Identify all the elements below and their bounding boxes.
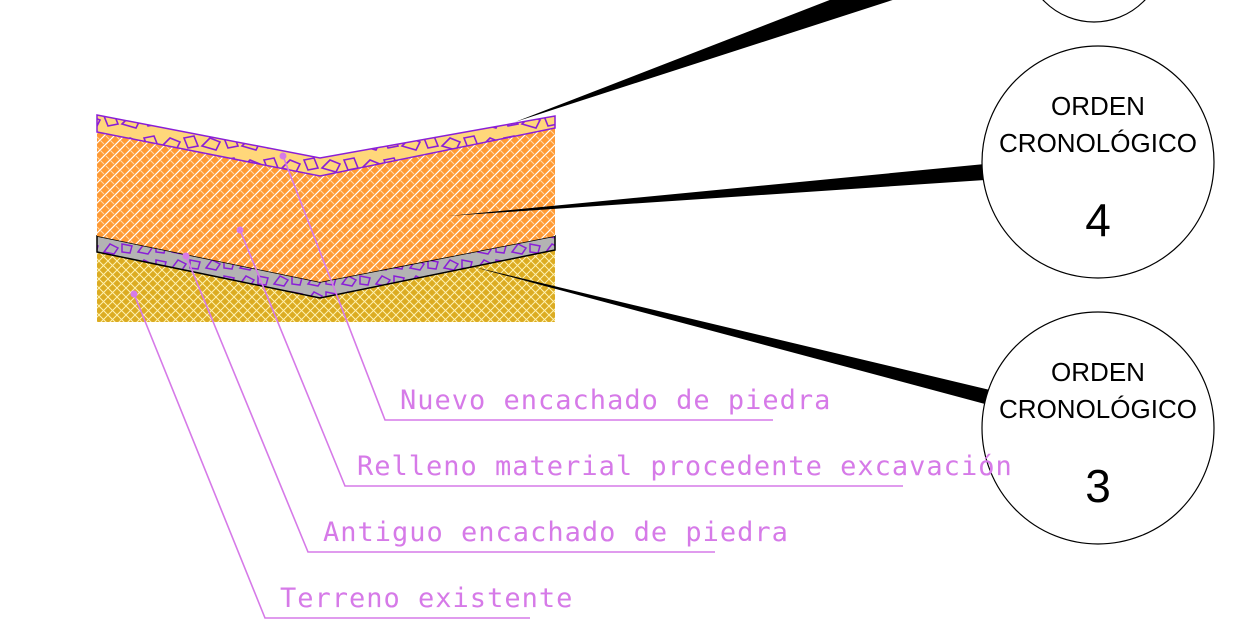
leader-line-nuevo [282,155,773,421]
label-antiguo-encachado: Antiguo encachado de piedra [323,517,789,548]
circle-title-line2: CRONOLÓGICO [999,128,1197,158]
layer-relleno [97,128,555,282]
label-terreno: Terreno existente [280,583,573,614]
layer-terreno [97,250,555,322]
leader-top [515,0,893,122]
order-circle-4: ORDEN CRONOLÓGICO 4 [981,45,1215,279]
leader-dot-relleno [236,226,244,234]
label-nuevo-encachado: Nuevo encachado de piedra [400,385,831,416]
leader-dot-antiguo [182,252,190,260]
leader-dot-terreno [130,290,138,298]
circle-top [1042,0,1146,23]
circle-title-line1: ORDEN [1051,357,1145,387]
layer-nuevo [96,114,556,177]
leader-line-antiguo [185,255,715,553]
circle-number: 4 [1085,194,1111,246]
circle-title-line2: CRONOLÓGICO [999,394,1197,424]
label-relleno: Relleno material procedente excavación [357,451,1013,482]
leader-4 [448,164,985,216]
leader-dot-nuevo [279,152,287,160]
leader-line-terreno [133,293,530,619]
circle-number: 3 [1085,460,1111,512]
leader-line-relleno [239,229,903,487]
circle-title-line1: ORDEN [1051,91,1145,121]
leader-3 [470,266,990,404]
order-circle-3: ORDEN CRONOLÓGICO 3 [981,311,1215,545]
